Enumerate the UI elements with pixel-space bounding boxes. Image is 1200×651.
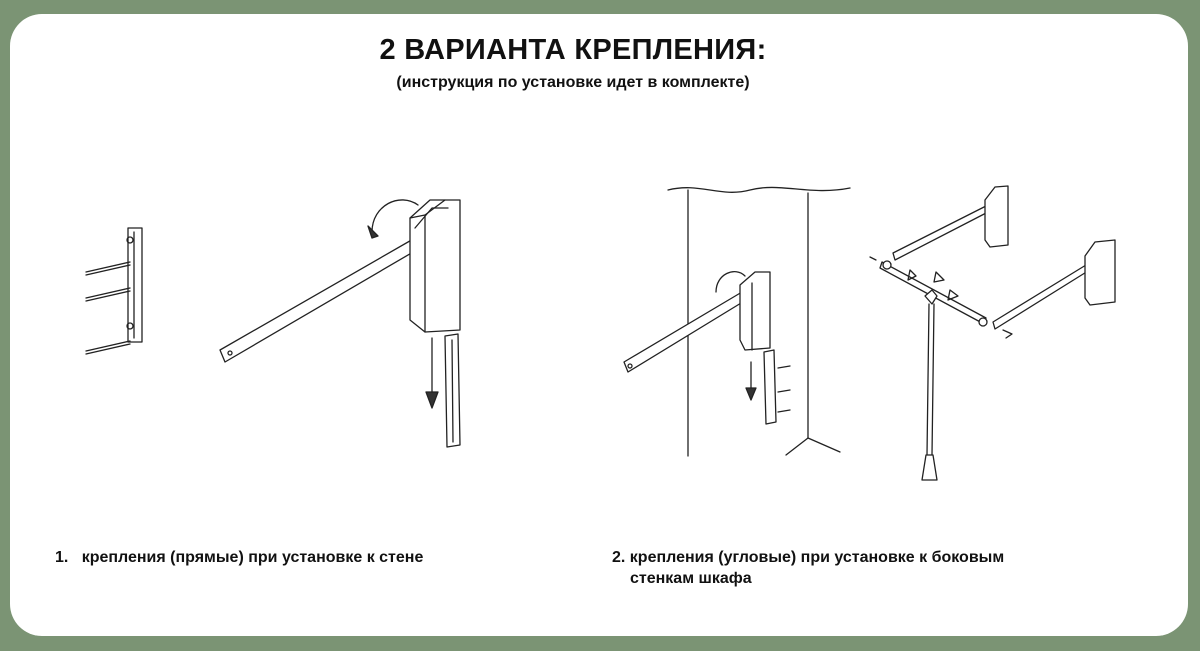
pantograph-arm-illustration-2	[623, 271, 791, 425]
rotate-arrow-icon	[715, 271, 746, 293]
info-card	[10, 14, 1188, 636]
variant-2-text-line2: стенкам шкафа	[630, 570, 752, 587]
variant-2-number: 2.	[612, 549, 626, 566]
page-title: 2 ВАРИАНТА КРЕПЛЕНИЯ:	[379, 34, 767, 66]
variant-2-text-line1: крепления (угловые) при установке к боко…	[629, 549, 1005, 566]
pantograph-arm-illustration-1	[219, 199, 461, 448]
rotate-arrow-icon	[371, 199, 419, 233]
wall-bracket-illustration	[85, 227, 143, 355]
page-subtitle: (инструкция по установке идет в комплект…	[396, 74, 750, 91]
variant-2-caption: 2. крепления (угловые) при установке к б…	[612, 547, 1004, 589]
variant-1-text: крепления (прямые) при установке к стене	[81, 549, 424, 566]
cabinet-wall-illustration	[667, 186, 851, 457]
wardrobe-lift-illustration	[869, 185, 1116, 481]
variant-1-caption: 1. крепления (прямые) при установке к ст…	[55, 547, 423, 568]
variant-1-number: 1.	[55, 549, 69, 566]
